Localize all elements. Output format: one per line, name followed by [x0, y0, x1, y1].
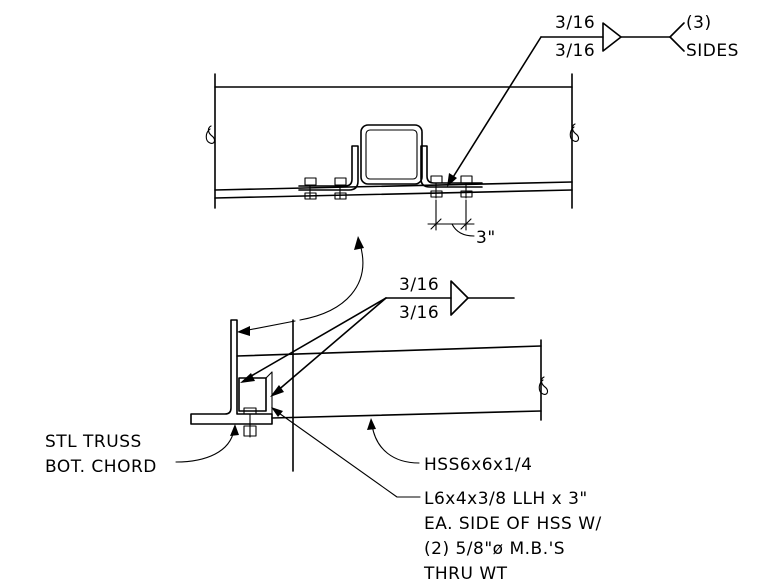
fillet-weld-symbol	[450, 280, 469, 316]
fillet-weld-symbol	[602, 22, 622, 52]
dimension-bolt-spacing: 3"	[427, 199, 496, 248]
leader-truss-chord	[175, 429, 235, 463]
section-view-top: 3" 3/16 3/16 (3) SIDES	[205, 13, 739, 248]
break-symbol-right	[569, 123, 579, 142]
bolt-head	[460, 175, 473, 184]
leader-hss	[371, 424, 420, 464]
arrowhead	[270, 385, 284, 397]
angle-left	[298, 145, 359, 191]
hss-top-edge	[236, 345, 542, 357]
weld-symbol-top: 3/16 3/16 (3) SIDES	[447, 13, 739, 187]
hss-bottom-edge	[271, 410, 542, 419]
bolt-nut	[243, 425, 257, 437]
weld-note-sides: SIDES	[686, 41, 739, 61]
hss-tube-outer	[360, 124, 423, 185]
arrowhead	[447, 173, 457, 187]
arrowhead	[367, 418, 376, 430]
tick-mark	[430, 218, 442, 230]
break-symbol-hss	[538, 376, 548, 395]
label-chord-line1: STL TRUSS	[45, 432, 142, 452]
weld-symbol-mid: 3/16 3/16	[240, 275, 515, 397]
break-symbol-left	[205, 125, 215, 144]
leader-angle	[275, 410, 421, 498]
weld-edge	[265, 371, 273, 379]
label-angle-line4: THRU WT	[423, 564, 508, 584]
bolt-head	[334, 177, 347, 186]
beam-flange-bottom	[214, 189, 573, 199]
weld-tail-lower	[669, 36, 685, 52]
label-angle-line3: (2) 5/8"ø M.B.'S	[424, 539, 565, 559]
callout-labels: STL TRUSS BOT. CHORD HSS6x6x1/4 L6x4x3/8…	[45, 432, 602, 584]
tick-mark	[460, 218, 472, 230]
bolt-head	[304, 177, 317, 186]
arrowhead	[271, 407, 283, 417]
hss-top-hidden	[237, 354, 541, 364]
label-angle-line1: L6x4x3/8 LLH x 3"	[424, 489, 588, 509]
leader-to-angle	[242, 320, 296, 332]
arrowhead	[237, 326, 250, 336]
bolt-nut	[304, 192, 317, 200]
label-hss: HSS6x6x1/4	[424, 455, 532, 475]
arrowhead	[354, 236, 364, 250]
bolt-elevation	[243, 407, 257, 438]
weld-note-qty: (3)	[686, 13, 712, 33]
weld-tail-upper	[669, 22, 685, 38]
bolt-nut	[460, 190, 473, 198]
dimension-leader	[451, 223, 475, 237]
bolt-group-right	[430, 175, 473, 199]
arrowhead	[230, 424, 239, 436]
angle-leg-welded	[238, 377, 267, 412]
hss-tube-inner	[365, 129, 418, 180]
view-reference-arrow	[299, 236, 364, 321]
angle-profile	[190, 319, 273, 425]
bolt-head	[430, 175, 443, 184]
weld-size-lower: 3/16	[555, 41, 595, 61]
bolt-nut	[334, 192, 347, 200]
weld-arrow-leader	[449, 36, 542, 183]
bolt-group-left	[304, 177, 347, 200]
weld-size-upper: 3/16	[399, 275, 439, 295]
bolt-nut	[430, 190, 443, 198]
weld-size-upper: 3/16	[555, 13, 595, 33]
elevation-view-bottom: 3/16 3/16	[175, 275, 548, 498]
label-chord-line2: BOT. CHORD	[45, 457, 157, 477]
weld-size-lower: 3/16	[399, 303, 439, 323]
label-angle-line2: EA. SIDE OF HSS W/	[424, 514, 602, 534]
beam-flange-top	[214, 181, 573, 191]
dimension-text: 3"	[476, 228, 496, 248]
weld-arrow-leader-2	[275, 297, 387, 393]
curved-leader	[299, 243, 364, 321]
weld-arrow-leader-1	[245, 297, 387, 380]
hss-bottom-hidden	[272, 403, 541, 410]
arrowhead	[240, 373, 255, 383]
